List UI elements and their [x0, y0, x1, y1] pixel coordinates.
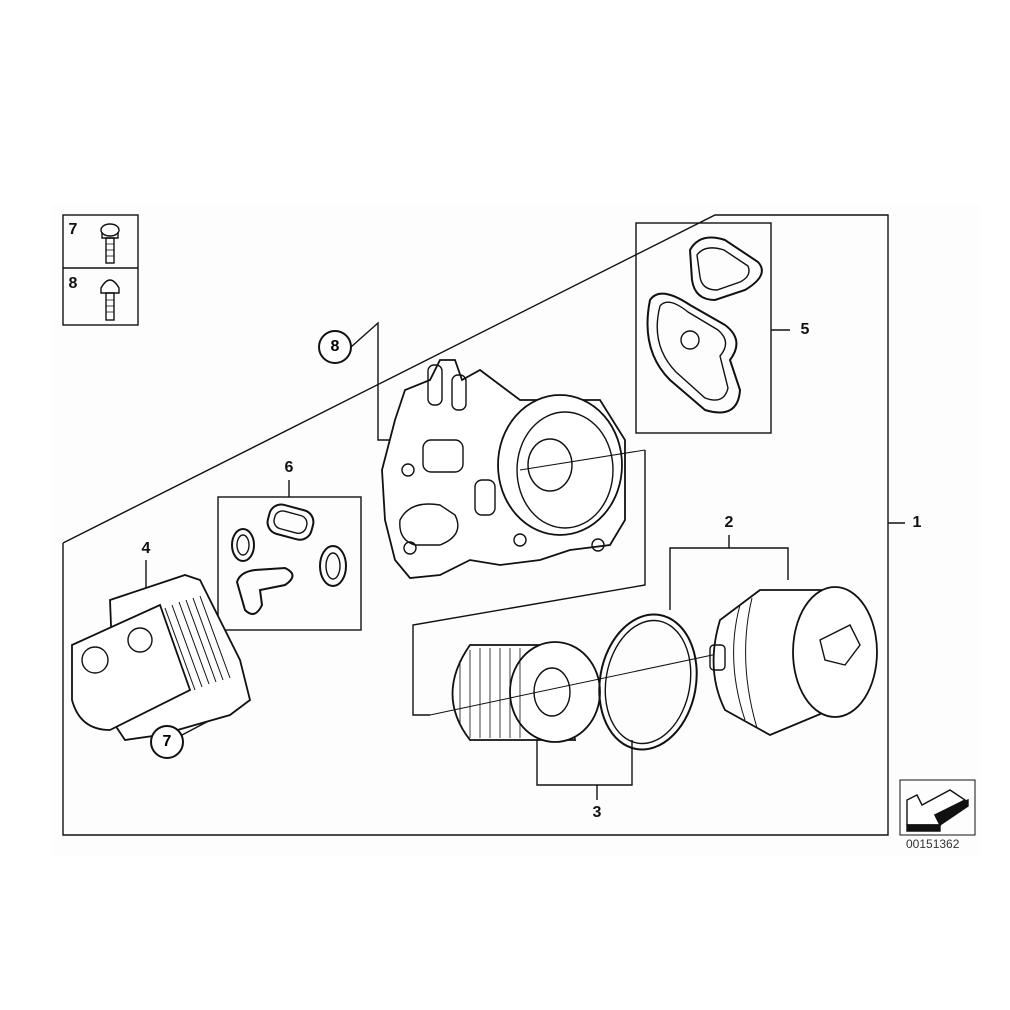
gasket-upper	[688, 236, 763, 302]
oil-filter-housing	[381, 359, 626, 579]
callout-7[interactable]: 7	[150, 725, 184, 759]
legend-box	[62, 214, 139, 326]
assembly-frame	[62, 214, 889, 836]
screw-icon	[100, 223, 120, 264]
gasket-set-box-5	[635, 222, 772, 434]
callout-2[interactable]: 2	[724, 514, 734, 531]
callout-8[interactable]: 8	[318, 330, 352, 364]
callout-5[interactable]: 5	[800, 321, 810, 338]
bolt-icon	[100, 279, 120, 321]
arrow-icon	[899, 779, 976, 836]
reference-number: 00151362	[906, 837, 960, 851]
callout-1[interactable]: 1	[912, 514, 922, 531]
o-ring	[598, 613, 698, 751]
oil-filter-cap	[709, 586, 878, 736]
callout-6[interactable]: 6	[284, 459, 294, 476]
oil-cooler	[71, 574, 252, 741]
legend-label-7: 7	[68, 221, 78, 238]
callout-4[interactable]: 4	[141, 540, 151, 557]
gasket-lower	[646, 292, 742, 414]
oil-filter-element	[451, 641, 601, 743]
legend-label-8: 8	[68, 275, 78, 292]
callout-3[interactable]: 3	[592, 804, 602, 821]
